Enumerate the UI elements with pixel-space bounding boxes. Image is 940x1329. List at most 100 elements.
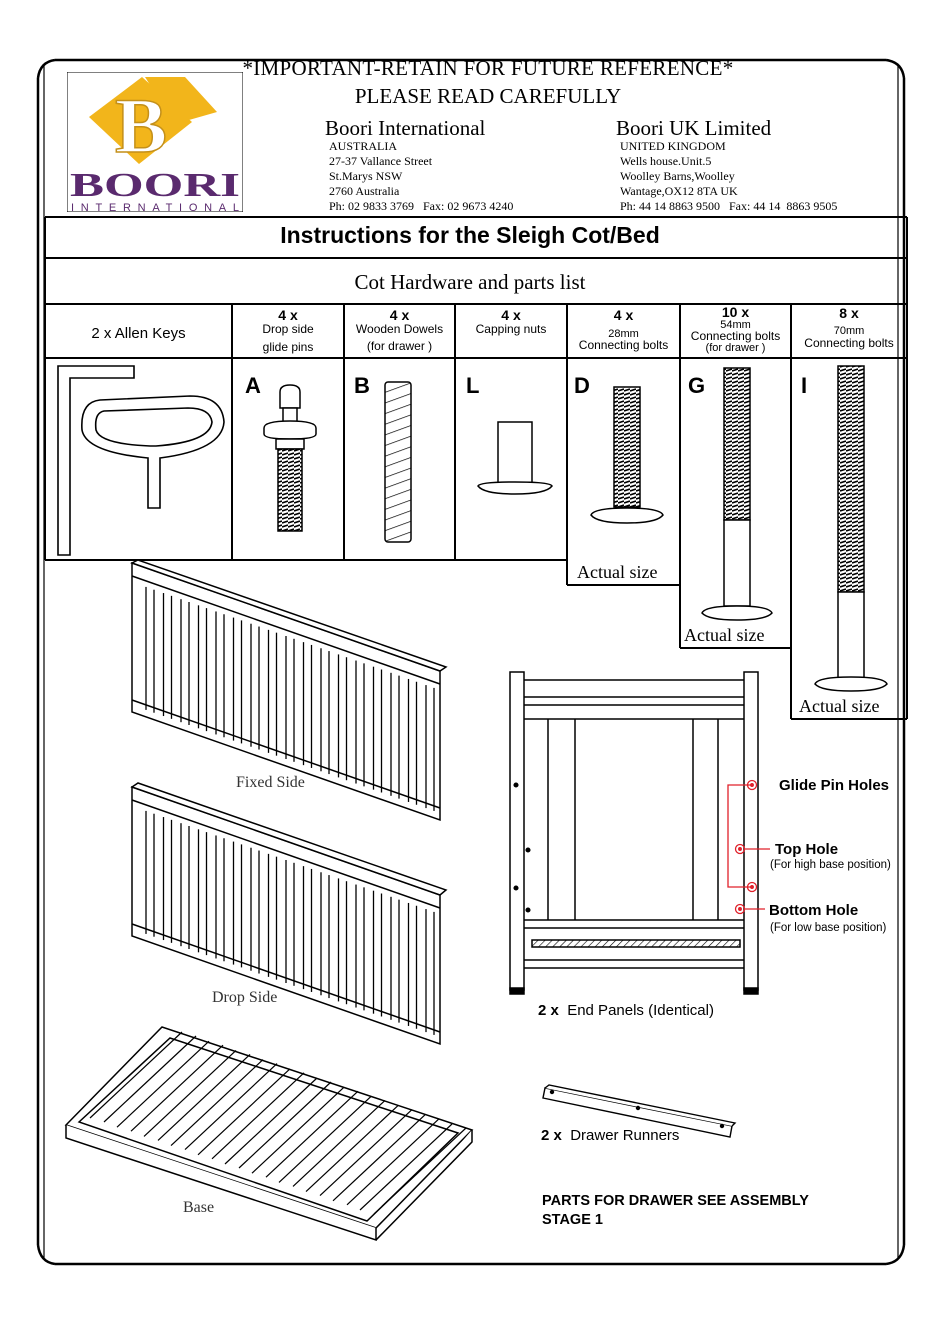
bottom-hole-label: Bottom Hole [769,902,859,919]
address-line: St.Marys NSW [329,169,403,183]
base-drawing [64,1026,474,1242]
hw-qty: 2 x [91,325,112,342]
hole-markers [727,779,770,915]
part-letter-a: A [245,373,261,398]
hw-header-glide-pins: 4 x Drop side glide pins [232,307,344,354]
actual-size-label-d: Actual size [577,562,658,582]
glide-pin-icon [263,384,317,532]
slat-line [278,1095,372,1183]
slat-line [265,1090,359,1178]
part-letter-d: D [574,373,590,398]
slat-line [170,1059,264,1147]
slat-line [346,1118,440,1206]
address-line: 27-37 Vallance Street [329,154,433,168]
page-title: Instructions for the Sleigh Cot/Bed [280,222,660,248]
actual-size-label-g: Actual size [684,625,765,645]
important-notice: *IMPORTANT-RETAIN FOR FUTURE REFERENCE* [242,56,734,80]
slat-line [373,1127,467,1215]
phone-fax: Ph: 44 14 8863 9500 Fax: 44 14 8863 9505 [620,199,838,213]
slat-line [359,1123,453,1211]
hw-name: Wooden Dowels [355,322,444,336]
end-panels-caption: 2 x End Panels (Identical) [538,1002,714,1019]
hw-qty: 8 x [839,305,859,321]
runners-qty: 2 x [541,1127,562,1144]
hw-name: Capping nuts [475,322,547,336]
end-panel-drawing [509,671,759,995]
base-label: Base [183,1199,215,1216]
drawer-note-line: PARTS FOR DRAWER SEE ASSEMBLY [542,1193,809,1209]
company-address-au: AUSTRALIA 27-37 Vallance Street St.Marys… [329,139,513,214]
company-address-uk: UNITED KINGDOM Wells house.Unit.5 Woolle… [620,139,837,214]
hw-name: Connecting bolts [690,329,781,343]
hw-qty: 4 x [389,307,410,323]
actual-size-label-i: Actual size [799,696,880,716]
slat-line [89,1031,183,1119]
hw-header-28mm-bolts: 4 x 28mm Connecting bolts [567,308,680,352]
end-panels-name: End Panels (Identical) [567,1002,714,1019]
bolt-70mm-icon [814,365,888,692]
slat-line [238,1081,332,1169]
parts-list-title: Cot Hardware and parts list [354,270,586,294]
slat-line [319,1109,413,1197]
logo-wordmark: BOORI [70,167,240,204]
address-line: AUSTRALIA [329,139,397,153]
top-hole-note: (For high base position) [770,859,891,871]
hw-header-dowels: 4 x Wooden Dowels (for drawer ) [344,307,455,353]
hw-qty: 10 x [721,304,750,320]
part-letter-i: I [801,373,808,398]
hw-name: Allen Keys [114,325,186,342]
slat-line [116,1040,210,1128]
hw-header-70mm-bolts: 8 x 70mm Connecting bolts [791,305,907,350]
part-letter-g: G [688,373,706,398]
end-panels-qty: 2 x [538,1002,559,1019]
slat-line [197,1068,291,1156]
slat-line [305,1105,399,1193]
bolt-54mm-icon [701,367,773,621]
hw-qty: 4 x [278,307,298,323]
hw-name: (for drawer ) [705,342,766,354]
boori-logo: B BOORI INTERNATIONAL [66,71,244,214]
wooden-dowel-icon [384,381,412,543]
address-line: Woolley Barns,Woolley [620,169,735,183]
company-name-au: Boori International [325,116,486,140]
hw-name: Drop side [262,322,314,336]
fixed-side-drawing [130,559,448,822]
part-letter-l: L [466,373,480,398]
slat-line [211,1072,305,1160]
drawer-parts-note: PARTS FOR DRAWER SEE ASSEMBLY STAGE 1 [542,1192,809,1230]
hw-header-capping-nuts: 4 x Capping nuts [455,307,567,336]
drawer-runner-drawing [542,1084,737,1138]
runners-caption: 2 x Drawer Runners [541,1127,679,1144]
hw-qty: 4 x [501,307,521,323]
capping-nut-icon [477,421,553,495]
part-letter-b: B [354,373,370,398]
glide-pin-holes-label: Glide Pin Holes [779,777,890,794]
bolt-28mm-icon [590,386,664,524]
drop-side-label: Drop Side [212,989,278,1006]
company-name-uk: Boori UK Limited [616,116,772,140]
hw-name: 28mm [608,328,639,340]
slat-line [103,1035,197,1123]
slat-line [224,1077,318,1165]
allen-key-icon [57,365,225,556]
logo-subtext: INTERNATIONAL [71,202,239,212]
boori-logo-graphic: B BOORI INTERNATIONAL [66,71,244,214]
address-line: Wells house.Unit.5 [620,154,712,168]
hw-name: Connecting bolts [578,338,669,352]
read-carefully-notice: PLEASE READ CAREFULLY [354,84,622,108]
hw-name: glide pins [262,340,314,354]
slat-line [130,1044,224,1132]
hw-name: (for drawer ) [366,339,433,353]
hw-name: Connecting bolts [804,336,894,350]
top-hole-label: Top Hole [775,841,839,858]
slat-line [332,1114,426,1202]
fixed-side-label: Fixed Side [236,774,305,791]
logo-letter: B [115,82,167,169]
address-line: UNITED KINGDOM [620,139,726,153]
slat-line [157,1053,251,1141]
address-line: Wantage,OX12 8TA UK [620,184,738,198]
hw-name: 54mm [720,319,751,331]
bottom-hole-note: (For low base position) [770,922,887,934]
